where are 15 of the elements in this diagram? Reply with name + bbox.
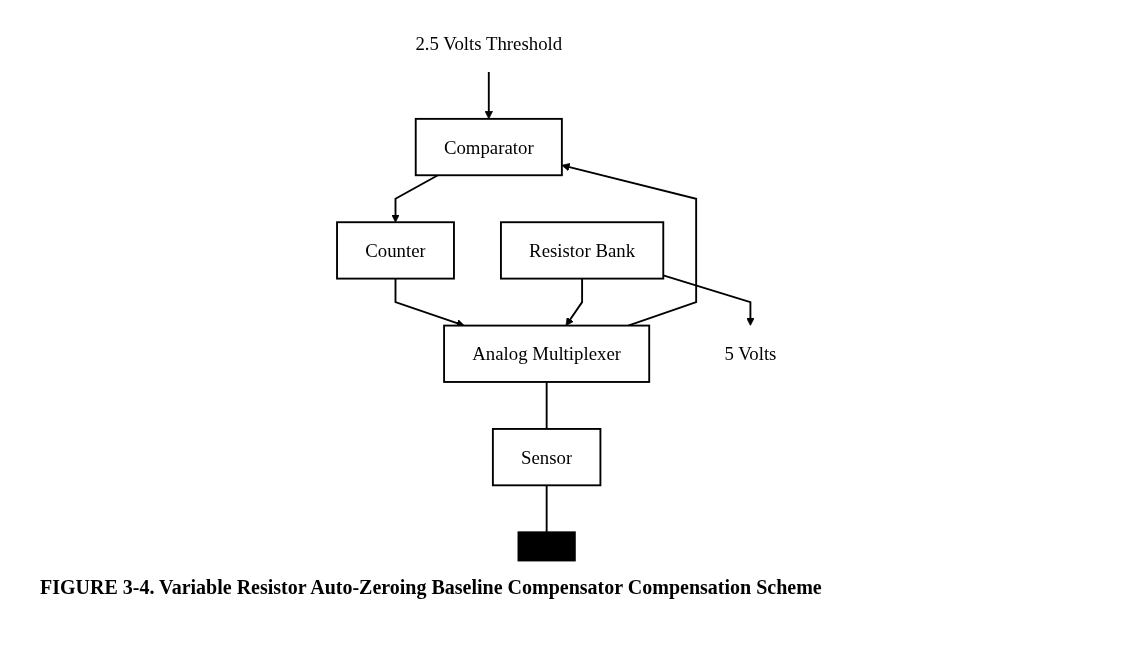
node-text: 2.5 Volts Threshold (415, 33, 563, 55)
node-box: Sensor (492, 428, 602, 487)
figure-caption: FIGURE 3-4. Variable Resistor Auto-Zeroing Baseline Compensator Compensation Scheme (40, 576, 823, 599)
node-text: 5 Volts (724, 343, 777, 365)
node-box: Counter (336, 221, 456, 280)
node-box: Analog Multiplexer (443, 324, 651, 383)
node-box: Comparator (414, 117, 563, 177)
node-ground (517, 531, 576, 562)
arrow (484, 70, 494, 120)
connector (545, 484, 548, 534)
arrow (662, 274, 755, 326)
arrow (565, 277, 584, 326)
node-box: Resistor Bank (500, 221, 665, 280)
arrow (391, 174, 439, 223)
connector (545, 381, 548, 430)
